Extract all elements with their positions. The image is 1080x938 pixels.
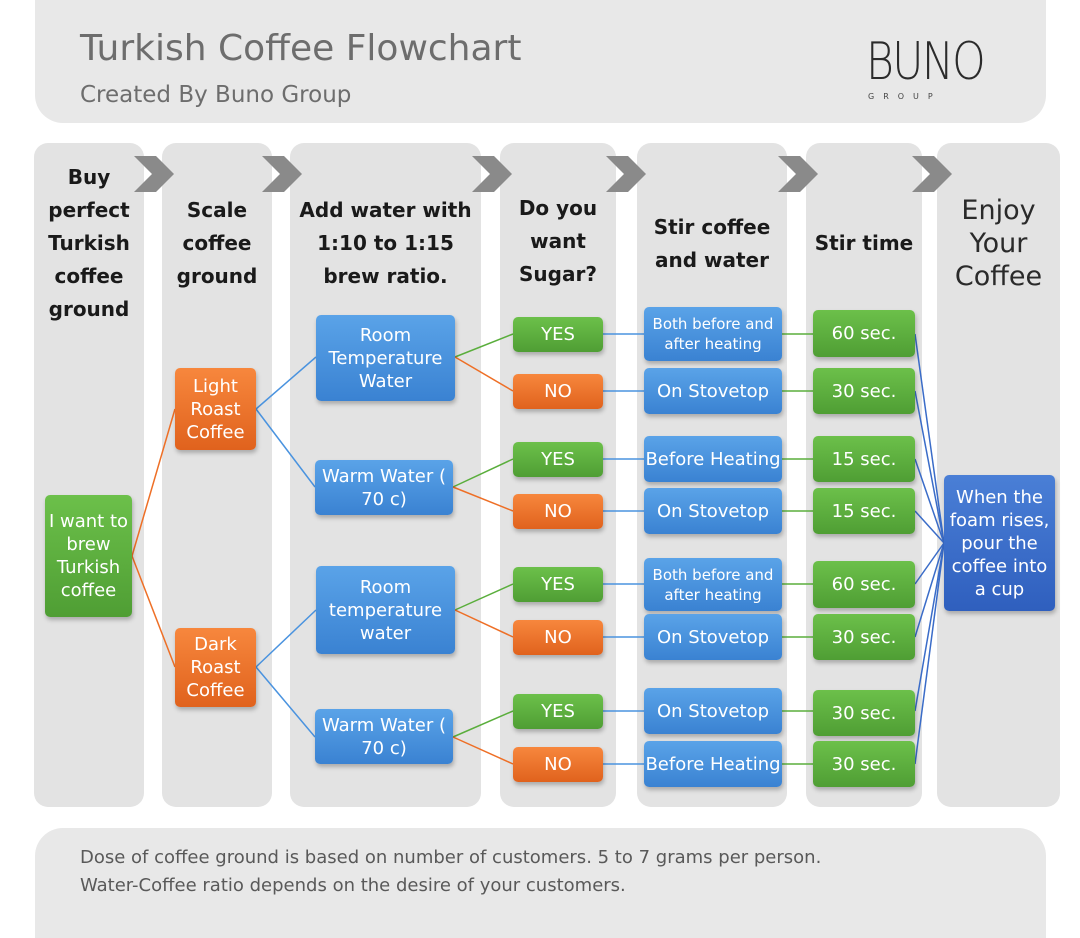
connector-line xyxy=(255,356,317,410)
footer-note-ratio: Water-Coffee ratio depends on the desire… xyxy=(80,875,626,896)
node-stir-before: Before Heating xyxy=(644,436,782,482)
chevron-right-icon xyxy=(606,156,646,192)
footer-note-dose: Dose of coffee ground is based on number… xyxy=(80,847,822,868)
node-stir-before: Before Heating xyxy=(644,741,782,787)
connector-line xyxy=(452,736,514,765)
connector-line xyxy=(255,609,317,668)
node-light-roast: Light Roast Coffee xyxy=(175,368,256,450)
footer-panel xyxy=(35,828,1046,938)
node-sugar-yes: YES xyxy=(513,567,603,602)
heading-water: Add water with 1:10 to 1:15 brew ratio. xyxy=(299,198,472,288)
node-sugar-yes: YES xyxy=(513,442,603,477)
node-time: 30 sec. xyxy=(813,614,915,660)
connector-line xyxy=(454,583,514,611)
heading-scale: Scale coffee ground xyxy=(176,198,258,288)
node-water-room-2: Room temperature water xyxy=(316,566,455,654)
node-start: I want to brew Turkish coffee xyxy=(45,495,132,617)
node-stir-stovetop: On Stovetop xyxy=(644,368,782,414)
node-sugar-no: NO xyxy=(513,620,603,655)
heading-buy: Buy perfect Turkish coffee ground xyxy=(48,165,130,321)
connector-line xyxy=(914,510,945,544)
buno-logo-group: GROUP xyxy=(868,92,942,101)
node-water-room-1: Room Temperature Water xyxy=(316,315,455,401)
node-time: 30 sec. xyxy=(813,690,915,736)
page-title: Turkish Coffee Flowchart xyxy=(80,28,522,69)
node-sugar-no: NO xyxy=(513,374,603,409)
node-time: 30 sec. xyxy=(813,741,915,787)
connector-line xyxy=(255,666,316,738)
connector-line xyxy=(452,486,514,512)
node-time: 60 sec. xyxy=(813,561,915,608)
column-buy xyxy=(34,143,144,807)
chevron-right-icon xyxy=(472,156,512,192)
connector-line xyxy=(452,458,514,488)
chevron-right-icon xyxy=(134,156,174,192)
heading-enjoy: Enjoy Your Coffee xyxy=(954,195,1043,292)
connector-line xyxy=(131,555,176,668)
heading-sugar: Do you want Sugar? xyxy=(518,196,598,286)
connector-line xyxy=(914,542,945,765)
node-stir-stovetop: On Stovetop xyxy=(644,614,782,660)
connector-line xyxy=(454,356,514,392)
node-sugar-no: NO xyxy=(513,494,603,529)
chevron-right-icon xyxy=(912,156,952,192)
connector-line xyxy=(131,408,176,557)
connector-line xyxy=(255,408,316,488)
connector-line xyxy=(452,710,514,738)
connector-line xyxy=(454,609,514,638)
heading-stir: Stir coffee and water xyxy=(653,215,771,272)
node-sugar-no: NO xyxy=(513,747,603,782)
heading-stir-time: Stir time xyxy=(814,231,914,255)
header-panel xyxy=(35,0,1046,123)
connector-line xyxy=(914,390,945,544)
chevron-right-icon xyxy=(262,156,302,192)
connector-line xyxy=(914,542,945,638)
page-subtitle: Created By Buno Group xyxy=(80,82,352,108)
node-time: 30 sec. xyxy=(813,368,915,414)
node-time: 60 sec. xyxy=(813,310,915,357)
node-stir-both: Both before and after heating xyxy=(644,558,782,611)
connector-line xyxy=(914,542,945,712)
node-end: When the foam rises, pour the coffee int… xyxy=(944,475,1055,611)
chevron-right-icon xyxy=(778,156,818,192)
node-sugar-yes: YES xyxy=(513,694,603,729)
connector-line xyxy=(914,333,945,544)
node-stir-stovetop: On Stovetop xyxy=(644,688,782,734)
node-stir-stovetop: On Stovetop xyxy=(644,488,782,534)
node-stir-both: Both before and after heating xyxy=(644,307,782,361)
node-dark-roast: Dark Roast Coffee xyxy=(175,628,256,707)
node-sugar-yes: YES xyxy=(513,317,603,352)
node-time: 15 sec. xyxy=(813,436,915,482)
connector-line xyxy=(454,333,514,358)
node-water-warm-1: Warm Water ( 70 c) xyxy=(315,460,453,515)
node-water-warm-2: Warm Water ( 70 c) xyxy=(315,709,453,764)
connector-line xyxy=(914,542,945,585)
connector-line xyxy=(914,458,945,544)
node-time: 15 sec. xyxy=(813,488,915,534)
